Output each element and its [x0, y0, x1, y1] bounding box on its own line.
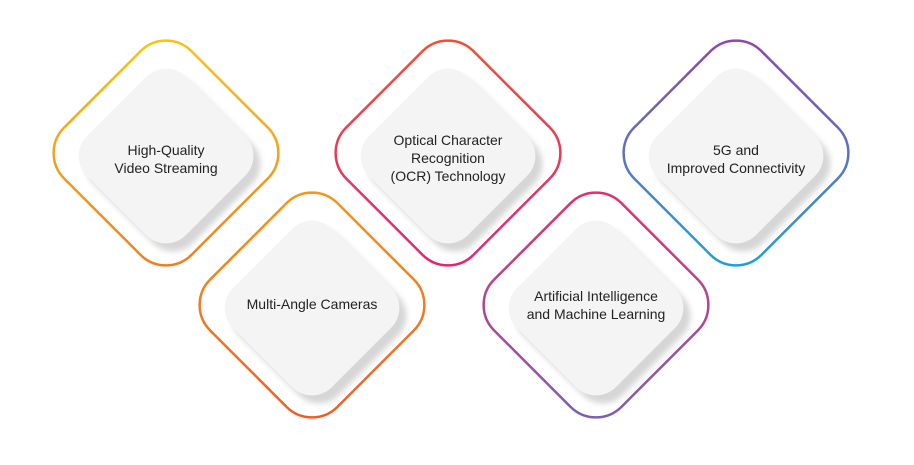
label-line: Optical Character	[393, 132, 503, 148]
diamond-hq-video	[52, 39, 280, 267]
label-ai-ml: Artificial Intelligence and Machine Lear…	[511, 284, 681, 326]
label-line: Improved Connectivity	[666, 160, 806, 176]
label-hq-video: High-Quality Video Streaming	[81, 138, 251, 180]
diamond-multi-angle	[198, 191, 426, 419]
label-5g: 5G and Improved Connectivity	[651, 138, 821, 180]
label-line: Recognition	[411, 150, 485, 166]
label-line: 5G and	[713, 142, 759, 158]
diamond-ocr	[334, 39, 562, 267]
diamond-ai-ml	[482, 191, 710, 419]
label-line: (OCR) Technology	[390, 168, 506, 184]
label-line: Video Streaming	[114, 160, 218, 176]
label-line: High-Quality	[127, 142, 205, 158]
inner-tiles	[78, 68, 831, 404]
diamond-5g	[622, 39, 850, 267]
label-line: Artificial Intelligence	[534, 288, 658, 304]
label-line: and Machine Learning	[526, 306, 666, 322]
label-ocr: Optical Character Recognition (OCR) Tech…	[363, 128, 533, 188]
label-multi-angle: Multi-Angle Cameras	[227, 292, 397, 316]
label-line: Multi-Angle Cameras	[246, 296, 378, 312]
